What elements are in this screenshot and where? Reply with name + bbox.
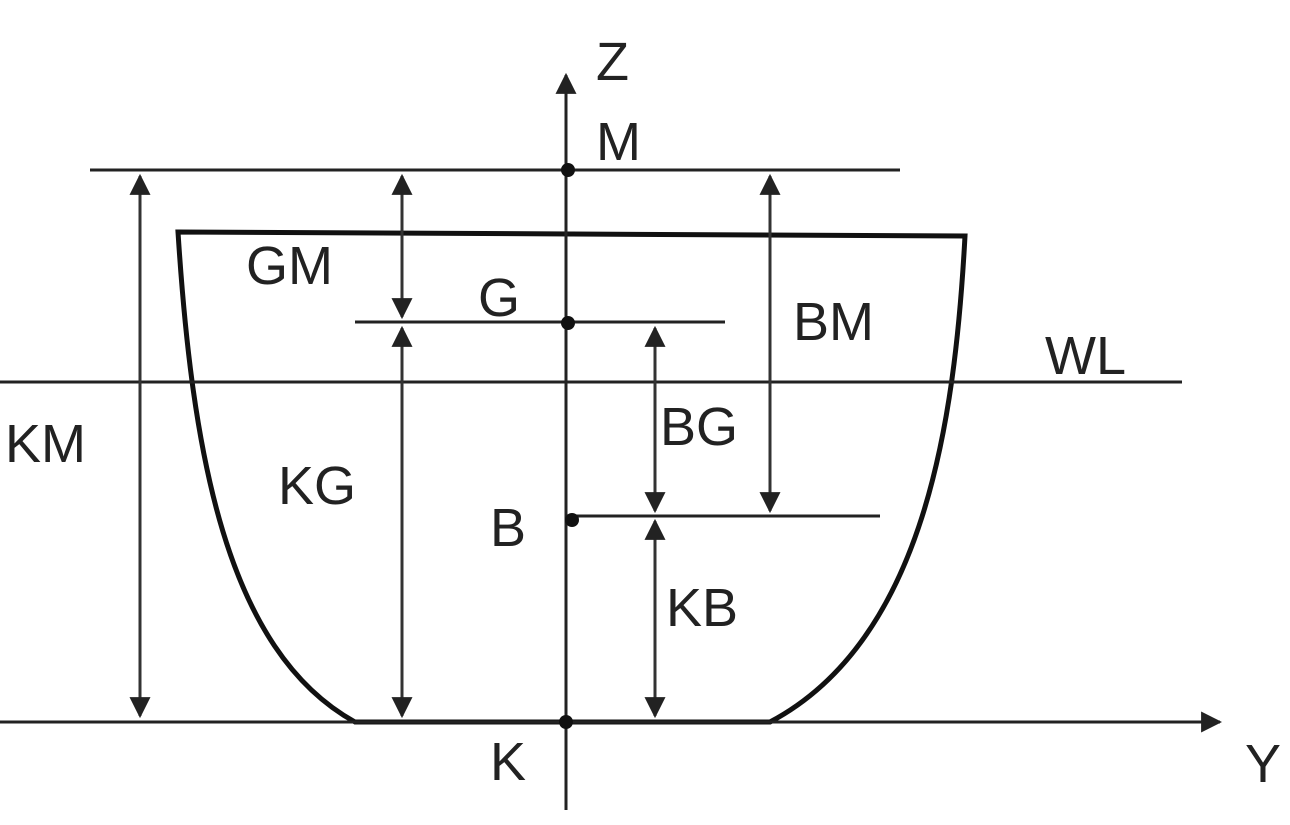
bm-label: BM bbox=[793, 292, 874, 352]
point-m-dot bbox=[561, 163, 575, 177]
z-axis-label: Z bbox=[596, 32, 629, 92]
km-label: KM bbox=[5, 414, 86, 474]
point-g-dot bbox=[561, 316, 575, 330]
bg-label: BG bbox=[660, 397, 738, 457]
k-label: K bbox=[490, 732, 526, 792]
point-b-dot bbox=[565, 513, 579, 527]
kb-label: KB bbox=[666, 578, 738, 638]
m-label: M bbox=[596, 112, 641, 172]
b-label: B bbox=[490, 498, 526, 558]
wl-label: WL bbox=[1045, 326, 1126, 386]
g-label: G bbox=[478, 268, 520, 328]
gm-label: GM bbox=[246, 236, 333, 296]
y-axis-label: Y bbox=[1245, 734, 1281, 794]
kg-label: KG bbox=[278, 456, 356, 516]
point-k-dot bbox=[559, 715, 573, 729]
